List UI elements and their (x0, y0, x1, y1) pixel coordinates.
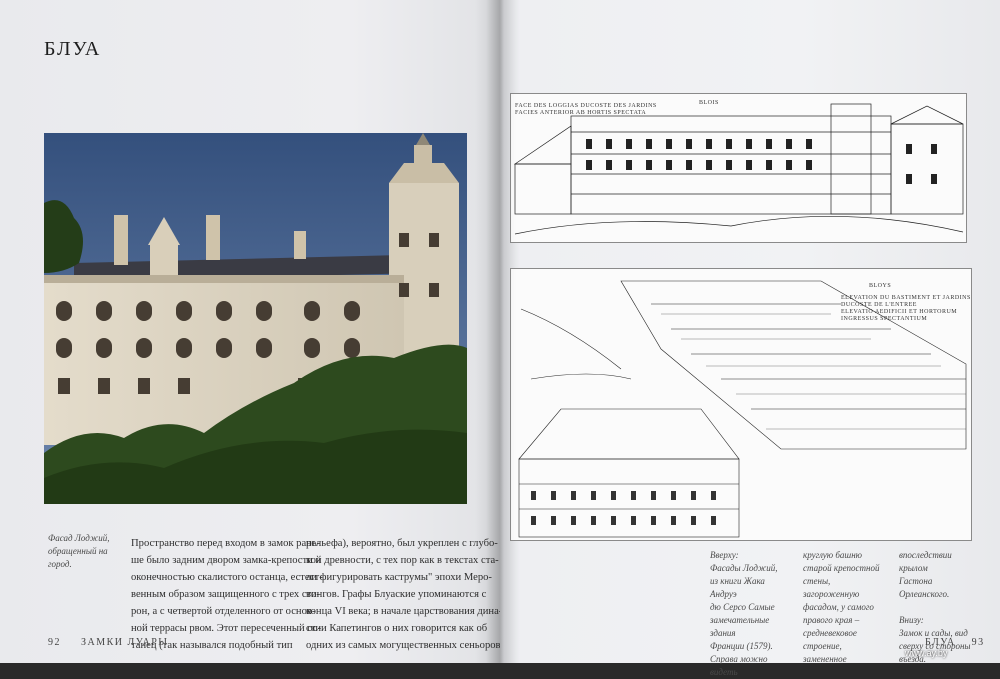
caption-line: старой крепостной (803, 563, 880, 573)
caption-line: круглую башню (803, 550, 863, 560)
engraving-top-svg: FACE DES LOGGIAS DUCOSTE DES JARDINS FAC… (513, 100, 964, 235)
caption-line: правого края – (803, 615, 860, 625)
body-text-column-2: рельефа), вероятно, был укреплен с глубо… (306, 535, 500, 654)
text-line: стии Капетингов о них говорится как об (306, 623, 488, 634)
caption-line: из книги Жака Андруэ (710, 576, 765, 599)
text-line: танец (так назывался подобный тип (131, 640, 293, 651)
engraving-bottom-svg: BLOYS ELEVATION DU BASTIMENT ET JARDINS … (518, 280, 971, 538)
text-line: Пространство перед входом в замок рань- (131, 538, 321, 549)
body-text-column-1: Пространство перед входом в замок рань- … (131, 535, 323, 654)
caption-line: Вверху: (710, 550, 739, 560)
photo-caption-line: Фасад Лоджий, (48, 533, 110, 543)
text-line: ли фигурировать каструмы" эпохи Меро- (306, 572, 492, 583)
text-line: оконечностью скалистого останца, естест- (131, 572, 323, 583)
photo-caption-line: обращенный на город. (48, 546, 108, 569)
engraving-note: ELEVATION DU BASTIMENT ET JARDINS (841, 295, 971, 301)
text-line: ше было задним двором замка-крепости и (131, 555, 322, 566)
caption-line: фасадом, у самого (803, 602, 874, 612)
engraving-loggia-facade: FACE DES LOGGIAS DUCOSTE DES JARDINS FAC… (510, 93, 967, 243)
page-number: 93 (971, 637, 985, 648)
engraving-birdseye-view: BLOYS ELEVATION DU BASTIMENT ET JARDINS … (510, 268, 972, 541)
caption-line (899, 601, 974, 614)
engraving-caption-col-2: круглую башню старой крепостной стены, з… (803, 549, 881, 666)
caption-line: Фасады Лоджий, (710, 563, 778, 573)
chapter-title: БЛУА (44, 38, 102, 60)
caption-line: дю Серсо Самые (710, 602, 775, 612)
chateau-photo (44, 133, 467, 504)
engraving-caption-col-3: впоследствии крылом Гастона Орлеанского.… (899, 549, 974, 666)
engraving-note: DUCOSTE DE L'ENTREE (841, 302, 917, 308)
folio-left: 92 ЗАМКИ ЛУАРЫ (48, 637, 168, 648)
folio-right: БЛУА 93 (925, 637, 985, 648)
caption-line: строение, замененное (803, 641, 847, 664)
caption-line: стены, загороженную (803, 576, 860, 599)
engraving-note: ELEVATIO AEDIFICII ET HORTORUM (841, 309, 957, 315)
engraving-note: INGRESSUS SPECTANTIUM (841, 316, 927, 322)
left-page: БЛУА (0, 0, 500, 663)
caption-line: средневековое (803, 628, 857, 638)
engraving-title: BLOIS (699, 100, 719, 106)
text-line: вингов. Графы Блуаские упоминаются с (306, 589, 487, 600)
caption-line: впоследствии крылом (899, 550, 952, 573)
caption-line: сверху со стороны (899, 641, 971, 651)
running-title: ЗАМКИ ЛУАРЫ (81, 637, 169, 648)
text-line: рельефа), вероятно, был укреплен с глубо… (306, 538, 498, 549)
text-line: ной террасы рвом. Этот пересеченный ос- (131, 623, 322, 634)
engraving-title: BLOYS (869, 283, 891, 289)
engraving-note: FACE DES LOGGIAS DUCOSTE DES JARDINS (515, 103, 657, 109)
caption-line: Замок и сады, вид (899, 628, 968, 638)
running-title: БЛУА (925, 637, 956, 648)
text-line: одних из самых могущественных сеньоров (306, 640, 500, 651)
text-line: кой древности, с тех пор как в текстах с… (306, 555, 499, 566)
caption-line: замечательные здания (710, 615, 770, 638)
caption-line: Внизу: (899, 615, 924, 625)
caption-line: Справа можно видеть (710, 654, 768, 677)
caption-line: Франции (1579). (710, 641, 773, 651)
engraving-note: FACIES ANTERIOR AB HORTIS SPECTATA (515, 110, 646, 116)
engraving-caption-col-1: Вверху: Фасады Лоджий, из книги Жака Анд… (710, 549, 788, 679)
photo-caption: Фасад Лоджий, обращенный на город. (48, 532, 128, 571)
book-spine-shadow (486, 0, 516, 663)
text-line: венным образом защищенного с трех сто- (131, 589, 320, 600)
page-number: 92 (48, 637, 61, 648)
watermark: www.ay.by (905, 648, 948, 658)
text-line: рон, а с четвертой отделенного от основ- (131, 606, 316, 617)
text-line: конца VI века; в начале царствования дин… (306, 606, 500, 617)
caption-line: Гастона Орлеанского. (899, 576, 950, 599)
caption-line: въезда. (899, 654, 927, 664)
